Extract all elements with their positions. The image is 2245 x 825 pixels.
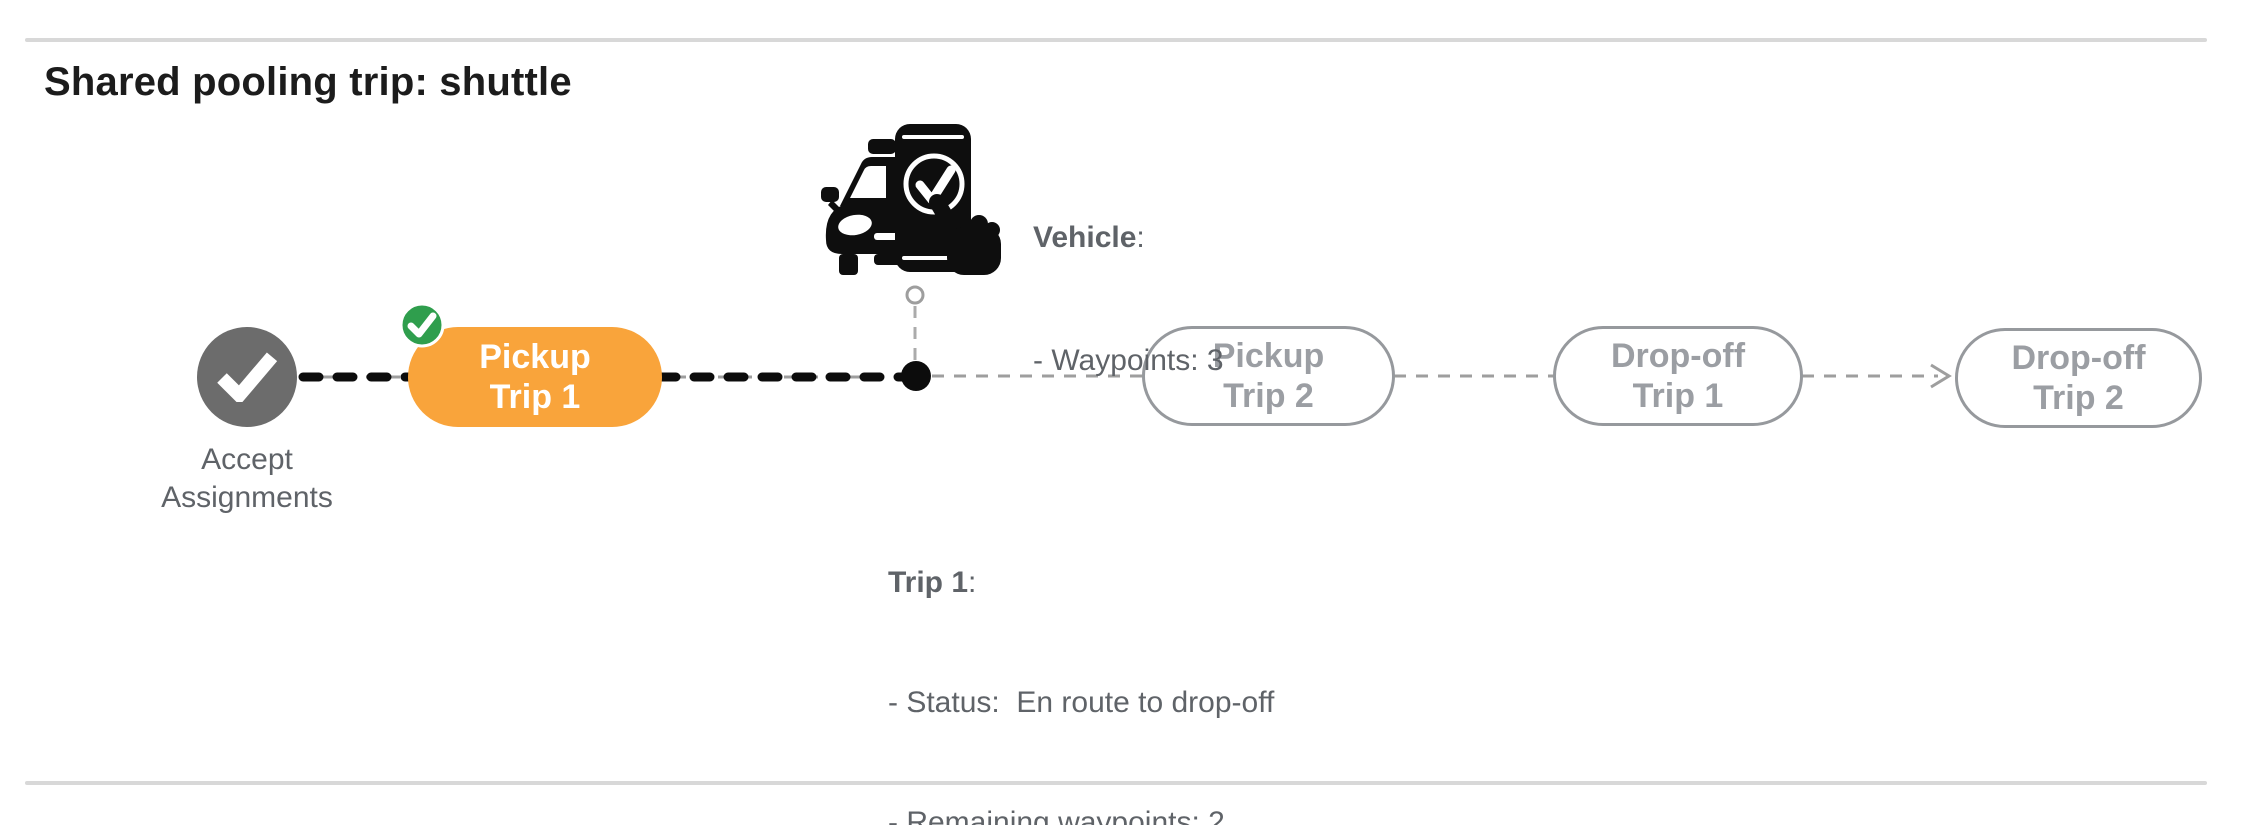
pill-label-line2: Trip 1 [489,378,581,416]
vehicle-waypoints-line: - Waypoints: 3 [1033,344,1224,377]
trip1-heading: Trip 1: [888,563,1274,603]
node-dropoff-trip-1: Drop-off Trip 1 [1553,326,1803,426]
trip1-heading-text: Trip 1 [888,566,969,599]
node-dropoff-trip-2: Drop-off Trip 2 [1955,328,2202,428]
bottom-divider [25,781,2207,785]
top-divider [25,38,2207,42]
node-pickup-trip-2: Pickup Trip 2 [1142,326,1395,426]
trip1-heading-colon: : [968,566,977,599]
pill-label-line1: Drop-off [1610,337,1746,375]
pill-label-line1: Drop-off [2011,339,2146,377]
pill-label-line1: Pickup [479,338,591,376]
pill-label-line2: Trip 1 [1632,377,1724,415]
vehicle-heading-colon: : [1136,221,1145,254]
accept-label-line2: Assignments [161,481,333,514]
arrow-right-icon [1930,363,1952,389]
trip-info-block: Trip 1: - Status: En route to drop-off -… [888,483,1274,825]
accept-assignments-label: Accept Assignments [107,441,387,517]
vehicle-info-block: Vehicle: - Waypoints: 3 [1033,135,1224,463]
trip1-waypoints-line: - Remaining waypoints: 2 [888,806,1225,825]
page-title: Shared pooling trip: shuttle [44,60,572,104]
pill-label-line2: Trip 2 [2033,379,2124,417]
check-circle-icon [217,352,278,402]
pill-label-line2: Trip 2 [1223,377,1314,415]
pill-label-line1: Pickup [1212,337,1325,375]
node-accept-assignments [197,327,297,427]
vehicle-heading-text: Vehicle [1033,221,1137,254]
current-position-dot-icon [901,361,931,391]
vehicle-info-heading: Vehicle: [1033,217,1224,258]
accept-label-line1: Accept [201,443,293,476]
check-badge-icon [399,302,445,348]
vehicle-phone-check-icon [821,124,1001,275]
waypoint-ring-icon [905,285,925,305]
trip1-status-line: - Status: En route to drop-off [888,686,1275,719]
node-pickup-trip-1: Pickup Trip 1 [399,302,662,427]
